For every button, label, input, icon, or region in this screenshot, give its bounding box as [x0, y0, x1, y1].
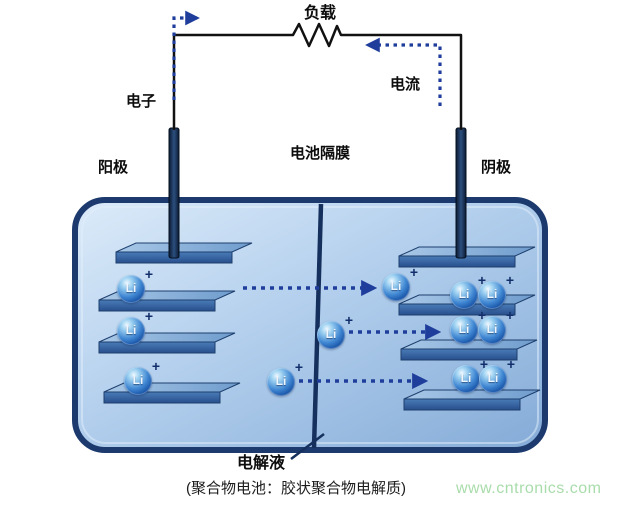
electrolyte-label: 电解液 [237, 455, 286, 472]
li-ion-charge: + [294, 359, 303, 375]
li-ion-symbol: Li [275, 374, 287, 388]
li-ion: Li + [317, 312, 353, 349]
li-ion-symbol: Li [325, 327, 337, 341]
watermark: www.cntronics.com [456, 480, 602, 497]
li-ion-symbol: Li [458, 287, 470, 301]
li-ion: Li + [450, 307, 486, 344]
li-ion: Li + [450, 272, 486, 309]
li-ion-charge: + [479, 356, 488, 372]
li-ion-symbol: Li [390, 279, 402, 293]
separator-label: 电池隔膜 [289, 145, 351, 162]
li-ion-charge: + [344, 312, 353, 328]
caption: (聚合物电池：胶状聚合物电解质) [186, 480, 406, 497]
li-ion: Li + [117, 266, 153, 303]
li-ion-charge: + [151, 358, 160, 374]
separator-line [311, 203, 324, 449]
li-ion-charge: + [505, 307, 514, 323]
li-ion: Li + [117, 308, 153, 345]
li-ion-symbol: Li [125, 281, 137, 295]
li-ion-charge: + [505, 272, 514, 288]
li-ion-charge: + [477, 307, 486, 323]
li-ion: Li+ [478, 272, 514, 309]
li-ion: Li + [452, 356, 488, 393]
anode-label: 阳极 [98, 159, 129, 176]
li-ion-symbol: Li [132, 373, 144, 387]
electrolyte-pointer-line [290, 433, 325, 460]
li-ion-charge: + [477, 272, 486, 288]
li-ion-charge: + [409, 264, 418, 280]
cathode-label: 阴极 [481, 159, 512, 176]
li-ion-charge: + [144, 308, 153, 324]
li-ion-charge: + [506, 356, 515, 372]
electrons-label: 电子 [126, 93, 157, 110]
current-label: 电流 [390, 76, 421, 93]
li-ion-symbol: Li [460, 371, 472, 385]
li-ion-symbol: Li [125, 323, 137, 337]
li-ion: Li + [382, 264, 418, 301]
load-label: 负载 [303, 5, 337, 22]
li-ion-symbol: Li [486, 287, 498, 301]
electron-flow-arrow [172, 10, 200, 100]
li-ion-symbol: Li [487, 371, 499, 385]
circuit-wire-and-load-resistor [172, 22, 463, 130]
li-ion-symbol: Li [458, 322, 470, 336]
li-ion: Li+ [478, 307, 514, 344]
li-ion-symbol: Li [486, 322, 498, 336]
li-ion: Li + [267, 359, 303, 396]
li-ion: Li + [124, 358, 160, 395]
li-ion-charge: + [144, 266, 153, 282]
li-ion: Li+ [479, 356, 515, 393]
